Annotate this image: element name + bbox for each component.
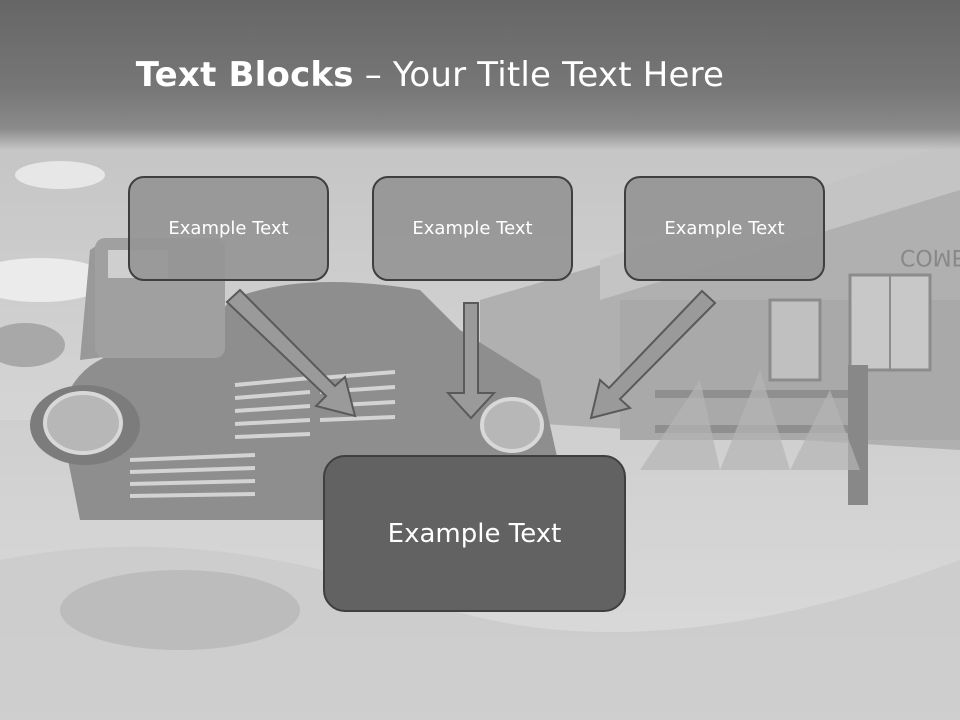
arrow-right: [589, 289, 717, 420]
slide-title: Text Blocks – Your Title Text Here: [0, 52, 960, 98]
title-regular-part: Your Title Text Here: [392, 55, 725, 95]
text-block-2-label: Example Text: [412, 218, 533, 239]
text-block-main[interactable]: Example Text: [323, 455, 626, 612]
arrow-left: [225, 288, 357, 418]
title-band: [0, 0, 960, 150]
title-dash: –: [353, 55, 393, 95]
arrow-center: [445, 302, 497, 420]
store-sign-text: COME ON IN: [900, 244, 960, 269]
text-block-2[interactable]: Example Text: [372, 176, 573, 281]
text-block-1-label: Example Text: [168, 218, 289, 239]
text-block-3-label: Example Text: [664, 218, 785, 239]
text-block-1[interactable]: Example Text: [128, 176, 329, 281]
text-block-main-label: Example Text: [387, 518, 562, 549]
title-bold-part: Text Blocks: [135, 55, 354, 95]
text-block-3[interactable]: Example Text: [624, 176, 825, 281]
